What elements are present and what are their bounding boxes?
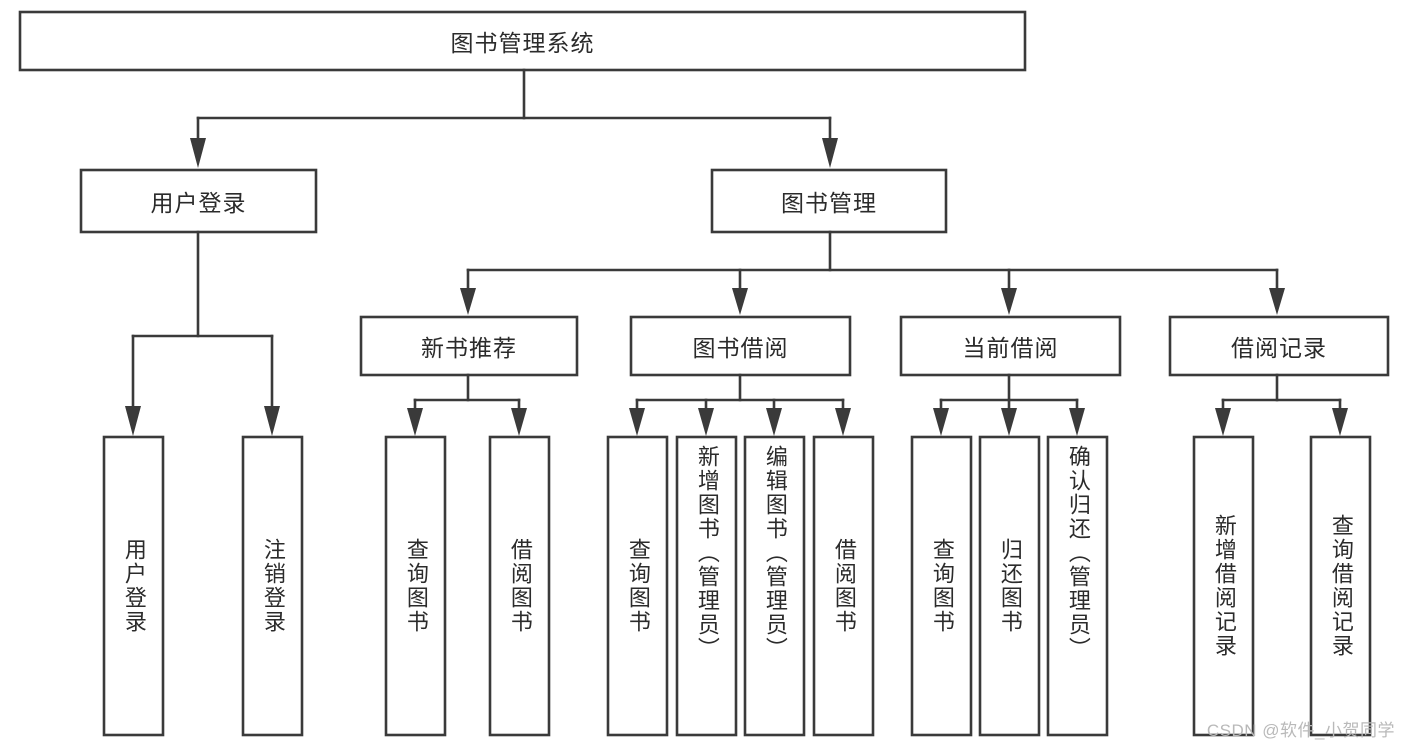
leaf-box-br-add-record[interactable] — [1192, 435, 1255, 737]
arrowhead-leaf-logout — [264, 406, 280, 436]
arrowhead-bb-add — [698, 408, 714, 436]
arrowhead-bb-borrow — [835, 408, 851, 436]
leaf-box-logout[interactable] — [241, 435, 304, 737]
leaf-box-cb-query-book[interactable] — [910, 435, 973, 737]
arrowhead-bb-query — [629, 408, 645, 436]
arrowhead-current-borrow — [1001, 288, 1017, 315]
leaf-box-nb-borrow-book[interactable] — [488, 435, 551, 737]
arrowhead-borrow-record — [1269, 288, 1285, 315]
leaf-box-user-login[interactable] — [102, 435, 165, 737]
leaf-box-br-query-record[interactable] — [1309, 435, 1372, 737]
arrowhead-new-book — [460, 288, 476, 315]
arrowhead-cb-confirm — [1069, 408, 1085, 436]
node-user-login-box[interactable] — [79, 168, 318, 234]
node-borrow-record-box[interactable] — [1168, 315, 1390, 377]
leaf-box-bb-edit-book[interactable] — [743, 435, 806, 737]
leaf-box-cb-confirm-return[interactable] — [1046, 435, 1109, 737]
arrowhead-cb-query — [933, 408, 949, 436]
arrowhead-bb-edit — [766, 408, 782, 436]
arrowhead-cb-return — [1001, 408, 1017, 436]
node-book-management-box[interactable] — [710, 168, 948, 234]
leaf-box-cb-return-book[interactable] — [978, 435, 1041, 737]
arrowhead-book-borrow — [732, 288, 748, 315]
arrowhead-leaf-user-login — [125, 406, 141, 436]
arrowhead-user-login — [190, 138, 206, 168]
node-book-borrow-box[interactable] — [629, 315, 852, 377]
watermark-text: CSDN @软件_小贺同学 — [1206, 721, 1395, 740]
leaf-box-nb-query-book[interactable] — [384, 435, 447, 737]
arrowhead-nb-borrow — [511, 408, 527, 436]
leaf-box-bb-query-book[interactable] — [606, 435, 669, 737]
leaf-box-bb-add-book[interactable] — [675, 435, 738, 737]
arrowhead-nb-query — [407, 408, 423, 436]
arrowhead-book-mgmt — [822, 138, 838, 168]
node-new-book-recommend-box[interactable] — [359, 315, 579, 377]
leaf-box-bb-borrow-book[interactable] — [812, 435, 875, 737]
arrowhead-br-query — [1332, 408, 1348, 436]
arrowhead-br-add — [1215, 408, 1231, 436]
node-current-borrow-box[interactable] — [899, 315, 1122, 377]
node-root-box[interactable] — [18, 10, 1027, 72]
